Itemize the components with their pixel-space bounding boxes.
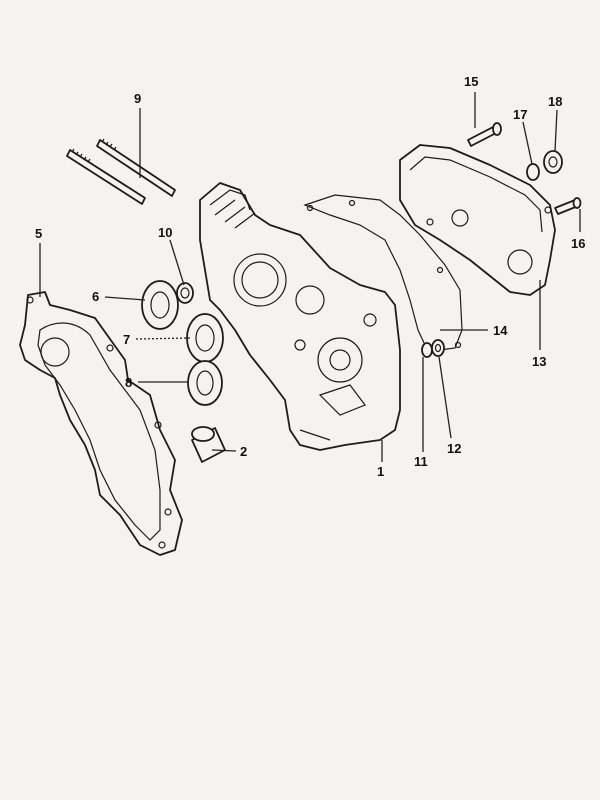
leader-lines — [39, 92, 581, 462]
callout-11: 11 — [414, 454, 428, 469]
callout-12: 12 — [447, 441, 461, 456]
callout-17: 17 — [513, 107, 527, 122]
callout-2: 2 — [240, 444, 247, 459]
screw-15 — [467, 122, 502, 147]
callout-10: 10 — [158, 225, 172, 240]
callout-7: 7 — [123, 332, 130, 347]
callout-6: 6 — [92, 289, 99, 304]
washer-11 — [421, 342, 433, 358]
callout-16: 16 — [571, 236, 585, 251]
bushing-2 — [191, 426, 226, 463]
callout-1: 1 — [377, 464, 384, 479]
callouts: 9 5 6 10 7 8 2 1 11 12 14 13 15 17 18 16 — [35, 74, 585, 479]
callout-14: 14 — [493, 323, 508, 338]
washer-12 — [431, 339, 445, 357]
callout-13: 13 — [532, 354, 546, 369]
seal-10 — [176, 282, 194, 304]
callout-5: 5 — [35, 226, 42, 241]
plug-18 — [543, 150, 563, 174]
side-cover-13 — [399, 144, 556, 296]
callout-15: 15 — [464, 74, 478, 89]
crankcase-1 — [199, 182, 401, 451]
gasket-5 — [19, 291, 183, 556]
screw-16 — [554, 197, 582, 215]
callout-8: 8 — [125, 375, 132, 390]
callout-18: 18 — [548, 94, 562, 109]
studs-9 — [66, 138, 176, 205]
gasket-14 — [303, 194, 463, 351]
washer-17 — [526, 163, 540, 181]
callout-9: 9 — [134, 91, 141, 106]
bearing-6 — [141, 280, 179, 330]
bearing-7 — [186, 313, 224, 363]
bearing-8 — [187, 360, 223, 406]
